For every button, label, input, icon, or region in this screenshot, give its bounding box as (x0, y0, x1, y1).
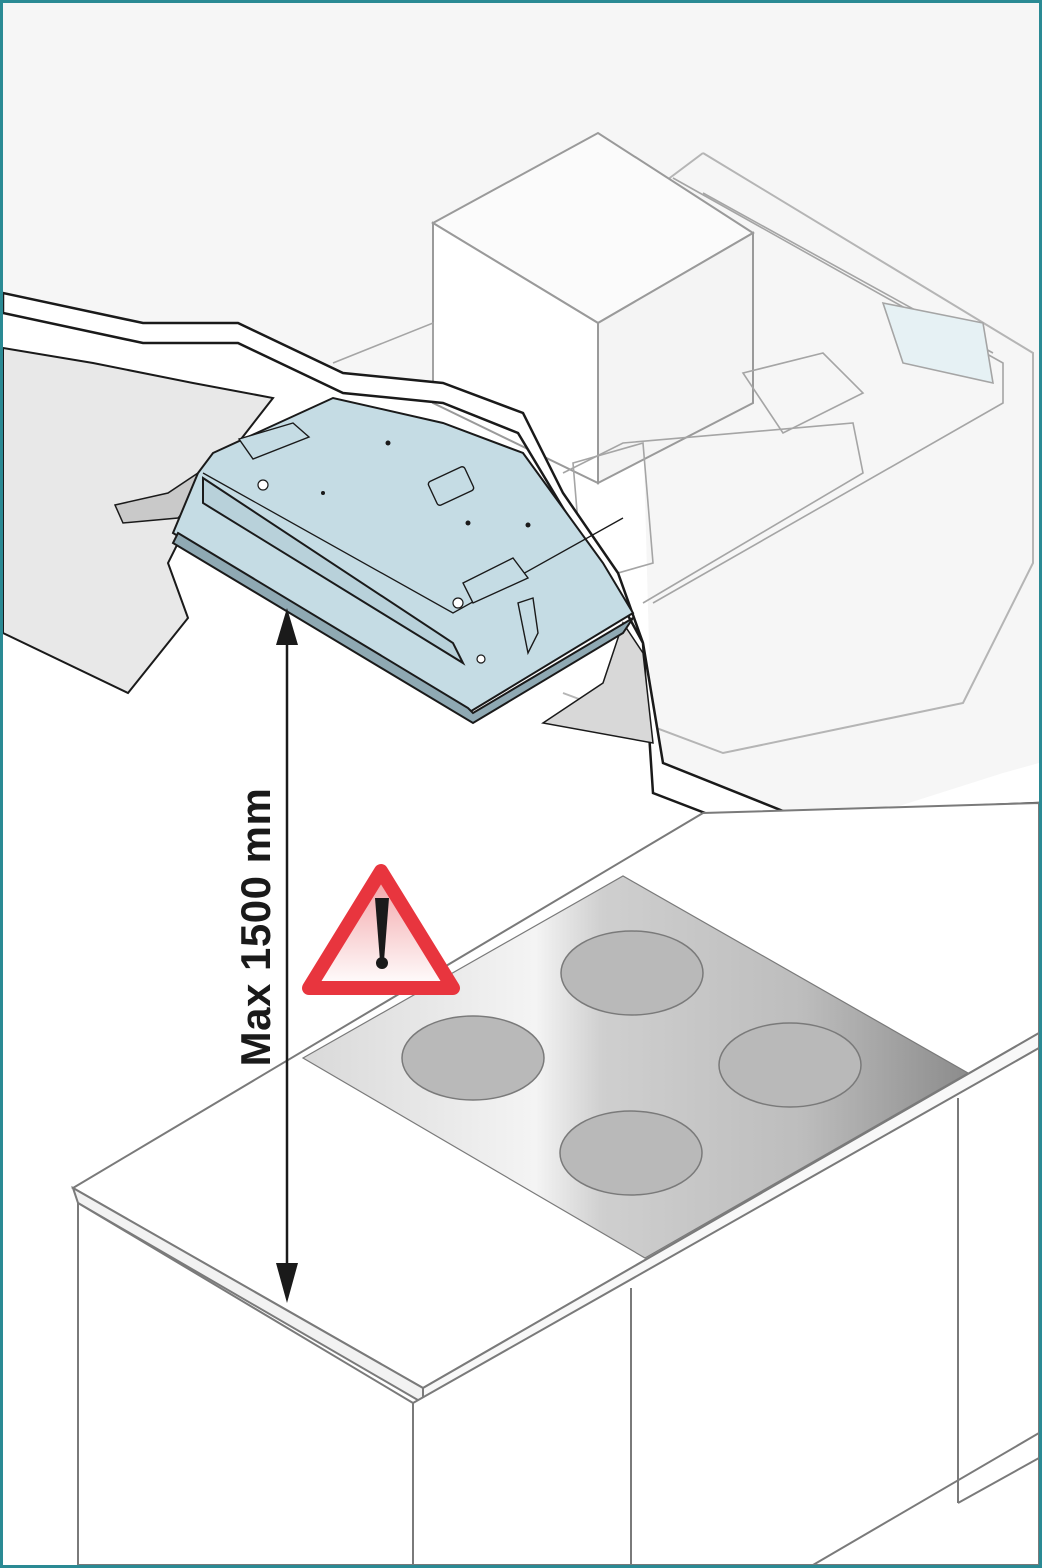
ghost-ceiling-enclosure (562, 152, 1034, 755)
max-height-label: Max 1500 mm (232, 787, 279, 1067)
burner-left (401, 1015, 545, 1101)
kitchen-counter (71, 801, 1039, 1565)
ceiling-underside-right (541, 621, 654, 744)
ghost-mounting-frame (332, 177, 1004, 604)
ceiling-cut-edge (3, 291, 1039, 845)
warning-triangle-icon (302, 864, 460, 995)
burner-right (718, 1022, 862, 1108)
ceiling-surface (3, 3, 1039, 843)
burner-rear (560, 930, 704, 1016)
height-dimension-arrow (276, 608, 298, 1303)
cooktop (301, 875, 970, 1259)
hood-unit (171, 396, 635, 725)
installation-diagram (3, 3, 1039, 1565)
ghost-motor-box (430, 131, 755, 485)
burner-front (559, 1110, 703, 1196)
